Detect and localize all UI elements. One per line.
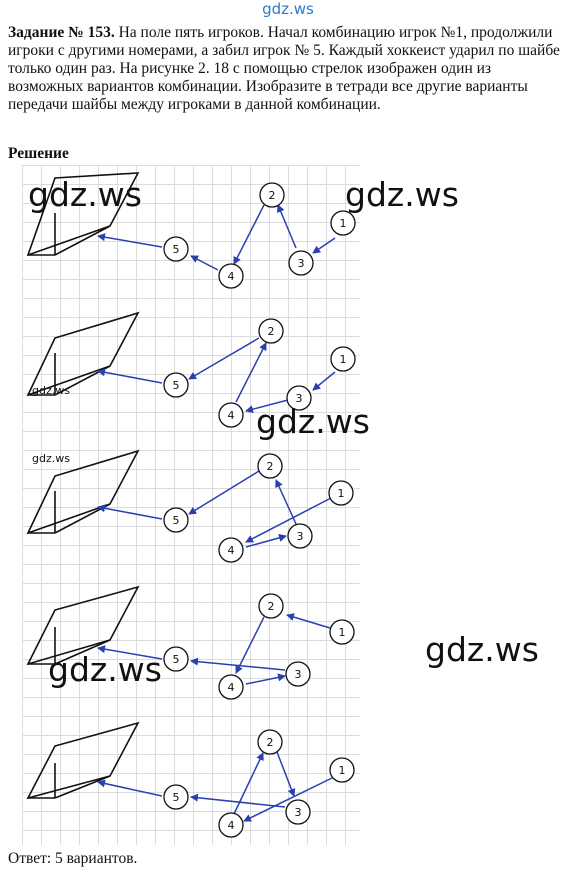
pass-4-3 bbox=[245, 533, 287, 548]
shot-5-goal bbox=[97, 368, 163, 384]
watermark: gdz.ws bbox=[48, 650, 162, 689]
diagram-variant-5: 1 2 3 4 5 bbox=[26, 721, 355, 838]
watermark: gdz.ws bbox=[425, 630, 539, 669]
shot-5-goal bbox=[97, 645, 163, 660]
pass-4-2 bbox=[235, 342, 267, 403]
watermark: gdz.ws bbox=[32, 384, 70, 397]
pass-2-5 bbox=[188, 337, 260, 380]
player-number: 4 bbox=[228, 409, 235, 422]
player-number: 4 bbox=[228, 681, 235, 694]
player-number: 3 bbox=[295, 668, 302, 681]
pass-3-5 bbox=[190, 793, 286, 808]
pass-2-5 bbox=[188, 470, 260, 515]
shot-5-goal bbox=[97, 233, 163, 248]
player-number: 5 bbox=[173, 653, 180, 666]
task-text: На поле пять игроков. Начал комбинацию и… bbox=[8, 24, 560, 113]
task-title: Задание № 153. bbox=[8, 24, 115, 41]
players bbox=[163, 729, 355, 838]
players bbox=[163, 453, 354, 563]
pass-4-5 bbox=[190, 255, 219, 271]
player-number: 2 bbox=[268, 325, 275, 338]
player-number: 2 bbox=[269, 189, 276, 202]
goal-frame bbox=[26, 172, 140, 257]
diagram-variant-3: 1 2 3 4 5 bbox=[26, 449, 354, 563]
pass-3-5 bbox=[190, 657, 286, 671]
player-number: 2 bbox=[268, 600, 275, 613]
players bbox=[163, 318, 356, 428]
pass-1-4 bbox=[245, 497, 332, 543]
player-number: 2 bbox=[267, 736, 274, 749]
player-number: 1 bbox=[340, 217, 347, 230]
player-number: 3 bbox=[298, 257, 305, 270]
answer-text: Ответ: 5 вариантов. bbox=[8, 850, 138, 867]
player-number: 1 bbox=[339, 764, 346, 777]
player-number: 3 bbox=[297, 530, 304, 543]
pass-3-4 bbox=[245, 399, 289, 414]
player-number: 1 bbox=[339, 626, 346, 639]
player-number: 4 bbox=[228, 819, 235, 832]
player-number: 5 bbox=[173, 379, 180, 392]
player-number: 3 bbox=[295, 806, 302, 819]
players bbox=[163, 593, 355, 700]
player-number: 1 bbox=[338, 487, 345, 500]
players bbox=[163, 182, 356, 289]
pass-2-4 bbox=[233, 204, 265, 265]
player-number: 3 bbox=[296, 392, 303, 405]
player-number: 4 bbox=[228, 544, 235, 557]
pass-1-3 bbox=[312, 237, 336, 254]
player-number: 4 bbox=[228, 270, 235, 283]
solution-heading: Решение bbox=[8, 145, 69, 162]
watermark: gdz.ws bbox=[256, 402, 370, 441]
task-paragraph: Задание № 153. На поле пять игроков. Нач… bbox=[8, 24, 570, 114]
watermark: gdz.ws bbox=[345, 175, 459, 214]
pass-1-2 bbox=[286, 613, 331, 629]
pass-4-2 bbox=[233, 752, 264, 815]
watermark: gdz.ws bbox=[28, 175, 142, 214]
pass-1-4 bbox=[243, 777, 333, 822]
watermark: gdz.ws bbox=[32, 452, 70, 465]
pass-3-2 bbox=[275, 479, 297, 525]
pass-2-3 bbox=[276, 751, 296, 797]
pass-3-2 bbox=[277, 204, 297, 249]
pass-1-3 bbox=[312, 371, 336, 391]
player-number: 2 bbox=[267, 460, 274, 473]
player-number: 5 bbox=[173, 791, 180, 804]
diagram-variant-2: 1 2 3 4 5 bbox=[26, 311, 356, 428]
pass-2-4 bbox=[235, 616, 265, 674]
goal-frame bbox=[26, 585, 140, 666]
shot-5-goal bbox=[97, 779, 163, 797]
goal-frame bbox=[26, 311, 140, 397]
pass-4-3 bbox=[245, 673, 286, 685]
diagram-variant-1: 1 2 3 4 5 bbox=[26, 172, 356, 289]
player-number: 5 bbox=[173, 243, 180, 256]
grid-paper bbox=[22, 165, 360, 845]
player-number: 1 bbox=[340, 353, 347, 366]
shot-5-goal bbox=[97, 504, 163, 520]
site-header[interactable]: gdz.ws bbox=[262, 0, 314, 18]
player-number: 5 bbox=[173, 514, 180, 527]
diagram-variant-4: 1 2 3 4 5 bbox=[26, 585, 355, 700]
